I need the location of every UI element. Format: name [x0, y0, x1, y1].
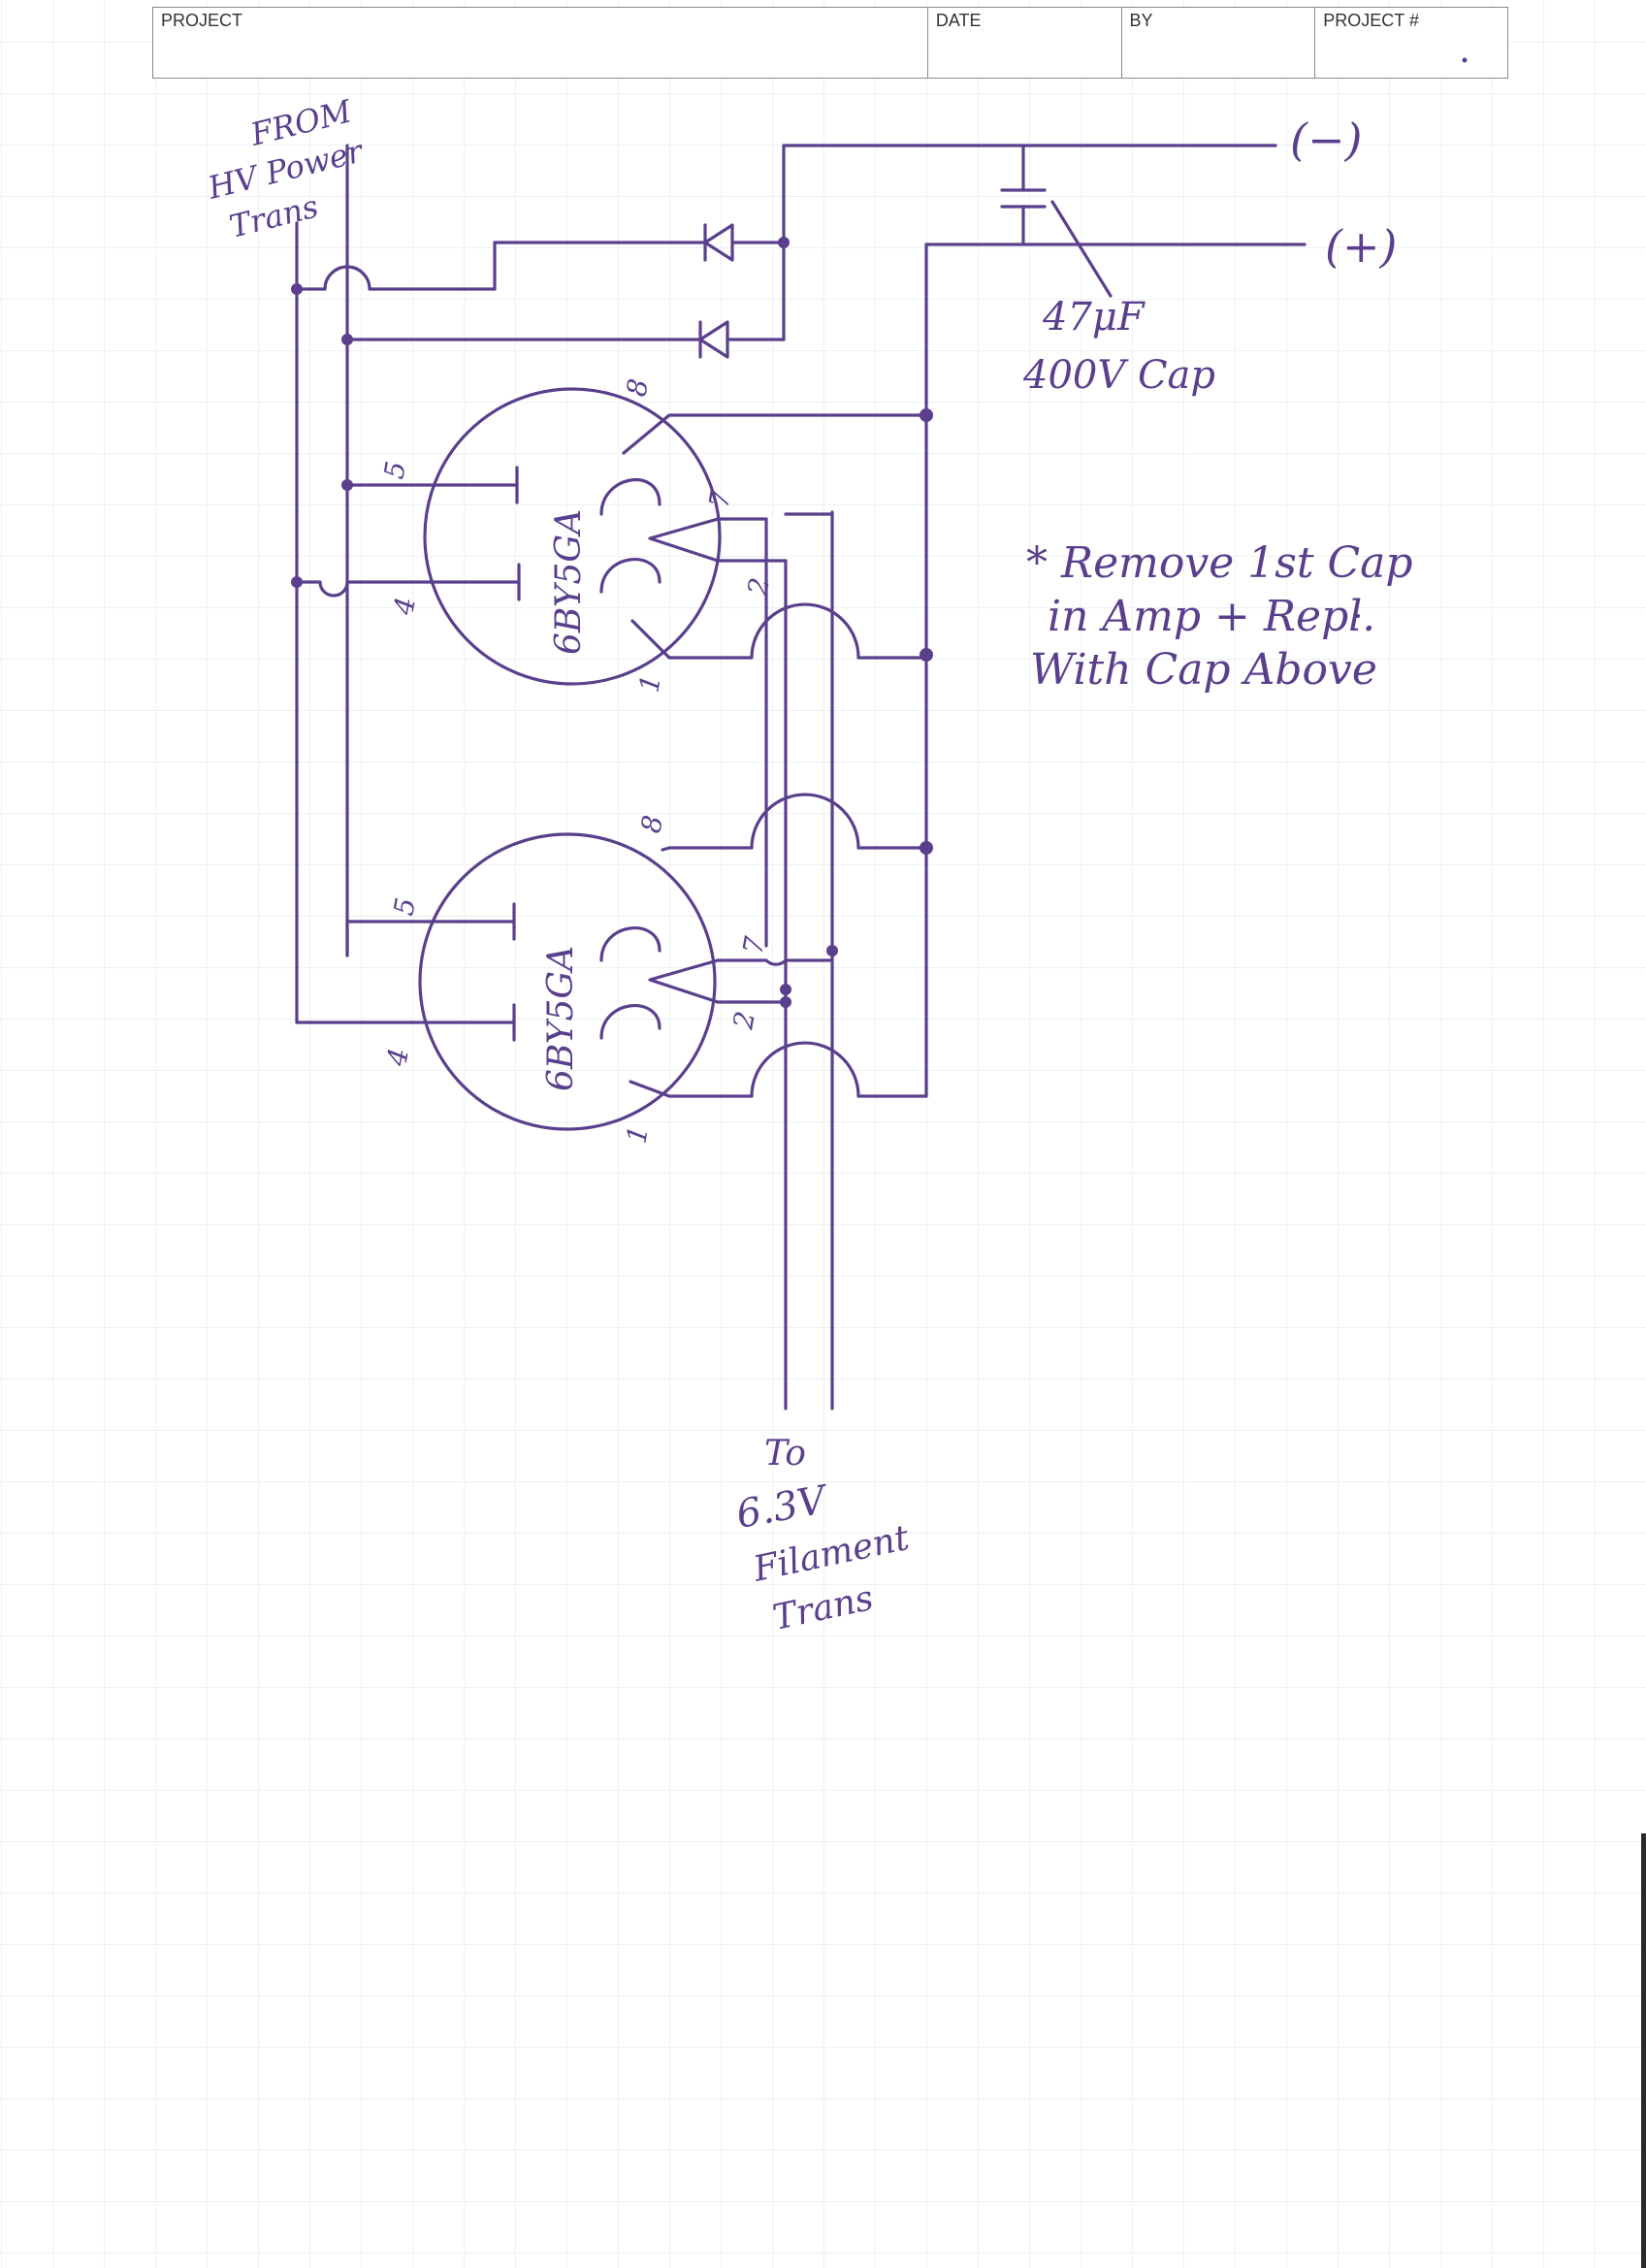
source-note: FROM HV Power Trans	[204, 92, 368, 245]
capacitor-note: 47μF 400V Cap	[1022, 295, 1215, 398]
tube-1-pin-8: 8	[620, 376, 655, 399]
tube-1-label: 6BY5GA	[549, 509, 589, 655]
date-field[interactable]: DATE	[928, 8, 1122, 78]
remark-note: * Remove 1st Cap in Amp + Repl. With Cap…	[1026, 538, 1413, 695]
negative-rail	[778, 144, 1277, 341]
by-field[interactable]: BY	[1122, 8, 1316, 78]
tube-2-pin-8: 8	[634, 813, 669, 835]
hv-input-wires	[291, 144, 700, 1024]
capacitor-note-line1: 47μF	[1042, 295, 1146, 340]
destination-note-line1: To	[764, 1434, 806, 1474]
destination-note-line2: 6.3V	[733, 1477, 833, 1538]
destination-note-line4: Trans	[769, 1578, 877, 1638]
remark-note-line3: With Cap Above	[1030, 645, 1377, 695]
remark-note-line2: in Amp + Repl.	[1048, 592, 1375, 641]
tube-2-pin-5: 5	[387, 895, 422, 918]
destination-note: To 6.3V Filament Trans	[733, 1434, 914, 1638]
tube-2-pin-2: 2	[726, 1009, 761, 1032]
tube-1-pin-5: 5	[377, 459, 412, 481]
project-number-label: PROJECT #	[1323, 11, 1419, 30]
filament-wires	[764, 510, 838, 1410]
tube-1-pin-2: 2	[741, 575, 776, 599]
tube-1-pin-1: 1	[632, 672, 667, 695]
tube-2-pin-1: 1	[620, 1123, 655, 1146]
tube-1-pin-7: 7	[702, 488, 737, 510]
capacitor-symbol	[1000, 144, 1113, 298]
negative-terminal-label: (−)	[1290, 113, 1362, 166]
positive-terminal-label: (+)	[1325, 220, 1397, 273]
scan-edge-shadow	[1641, 1833, 1646, 2268]
tube-1-pin-4: 4	[387, 595, 422, 618]
project-label: PROJECT	[161, 11, 243, 30]
remark-note-line1: * Remove 1st Cap	[1026, 538, 1413, 588]
project-field[interactable]: PROJECT	[153, 8, 928, 78]
tube-2-pin-4: 4	[380, 1046, 415, 1069]
capacitor-note-line2: 400V Cap	[1022, 353, 1215, 398]
tube-2-pin-7: 7	[736, 934, 771, 956]
diode-lower-symbol	[698, 320, 786, 359]
by-label: BY	[1129, 11, 1153, 30]
tube-2-label: 6BY5GA	[541, 946, 581, 1091]
title-block: PROJECT DATE BY PROJECT #	[152, 7, 1508, 79]
diode-upper-symbol	[493, 223, 786, 262]
date-label: DATE	[935, 11, 982, 30]
tube-1-symbol	[291, 387, 928, 686]
project-number-field[interactable]: PROJECT #	[1315, 8, 1507, 78]
